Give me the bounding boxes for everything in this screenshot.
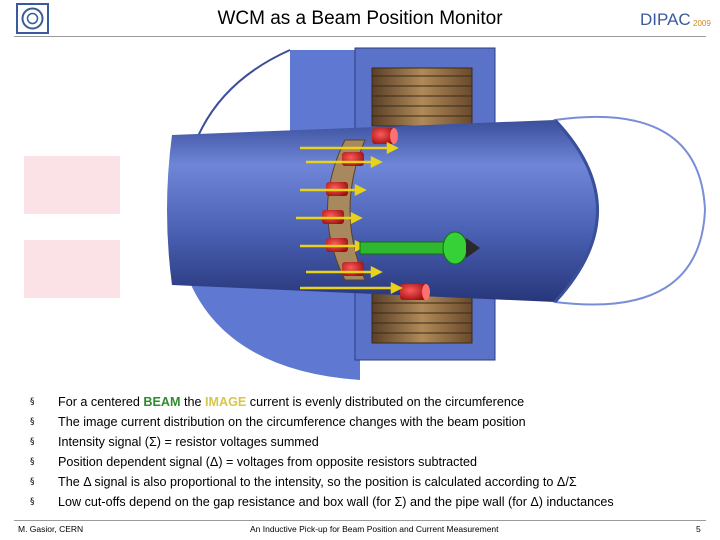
- image-highlight: IMAGE: [205, 395, 247, 409]
- placeholder-block-bottom: [24, 240, 120, 298]
- bullet-marker: §: [30, 457, 35, 467]
- page-title: WCM as a Beam Position Monitor: [217, 8, 503, 29]
- list-item: § The Δ signal is also proportional to t…: [30, 472, 710, 492]
- cern-logo-icon: [16, 3, 49, 34]
- list-item: § Position dependent signal (Δ) = voltag…: [30, 452, 710, 472]
- footer-divider: [14, 520, 706, 521]
- placeholder-block-top: [24, 156, 120, 214]
- bullet-marker: §: [30, 477, 35, 487]
- list-item: § For a centered BEAM the IMAGE current …: [30, 392, 710, 412]
- bullet-marker: §: [30, 497, 35, 507]
- dipac-logo-icon: DIPAC 2009: [640, 10, 711, 29]
- bullet-list: § For a centered BEAM the IMAGE current …: [30, 392, 710, 512]
- bullet-marker: §: [30, 417, 35, 427]
- svg-text:DIPAC: DIPAC: [640, 10, 691, 29]
- title-divider: [14, 36, 706, 37]
- wall-current-monitor-figure: [24, 47, 707, 380]
- svg-text:2009: 2009: [693, 19, 711, 28]
- beam-highlight: BEAM: [143, 395, 181, 409]
- list-item: § Low cut-offs depend on the gap resista…: [30, 492, 710, 512]
- bullet-marker: §: [30, 397, 35, 407]
- footer-author: M. Gasior, CERN: [18, 524, 84, 534]
- bullet-marker: §: [30, 437, 35, 447]
- list-item: § Intensity signal (Σ) = resistor voltag…: [30, 432, 710, 452]
- page-number: 5: [696, 524, 701, 534]
- list-item: § The image current distribution on the …: [30, 412, 710, 432]
- footer-title: An Inductive Pick-up for Beam Position a…: [250, 524, 499, 534]
